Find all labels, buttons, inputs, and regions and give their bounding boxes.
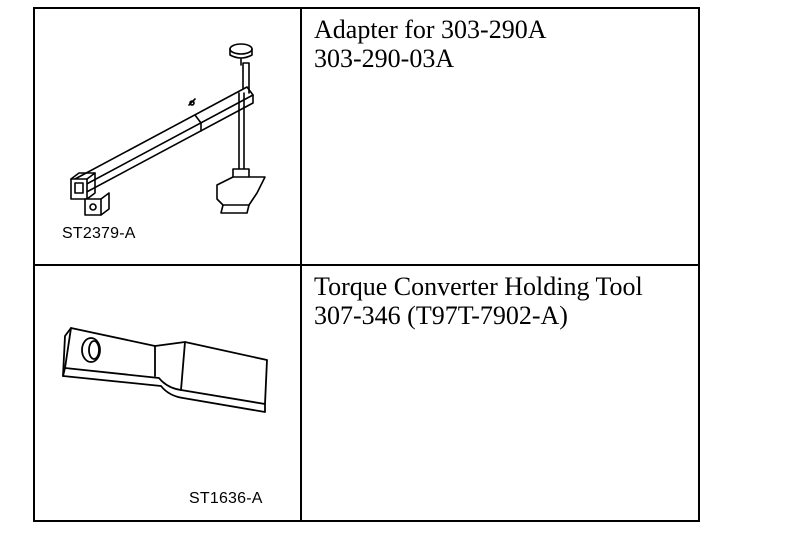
tool-number: 303-290-03A xyxy=(314,44,455,73)
holding-tool-illustration xyxy=(62,327,268,413)
tool-illustration-cell: ST2379-A xyxy=(33,7,302,266)
tool-description: Torque Converter Holding Tool 307-346 (T… xyxy=(314,272,643,330)
table-row: ST2379-A Adapter for 303-290A 303-290-03… xyxy=(33,7,700,266)
tool-description-cell: Torque Converter Holding Tool 307-346 (T… xyxy=(300,264,700,522)
table-row: ST1636-A Torque Converter Holding Tool 3… xyxy=(33,264,700,522)
adapter-illustration xyxy=(70,43,266,216)
special-tools-table: ST2379-A Adapter for 303-290A 303-290-03… xyxy=(33,7,700,522)
figure-id-label: ST1636-A xyxy=(189,490,263,507)
tool-description-cell: Adapter for 303-290A 303-290-03A xyxy=(300,7,700,266)
tool-name: Adapter for 303-290A xyxy=(314,15,547,44)
tool-name: Torque Converter Holding Tool xyxy=(314,272,643,301)
figure-id-label: ST2379-A xyxy=(62,225,136,242)
tool-description: Adapter for 303-290A 303-290-03A xyxy=(314,15,547,73)
tool-number: 307-346 (T97T-7902-A) xyxy=(314,301,568,330)
tool-illustration-cell: ST1636-A xyxy=(33,264,302,522)
